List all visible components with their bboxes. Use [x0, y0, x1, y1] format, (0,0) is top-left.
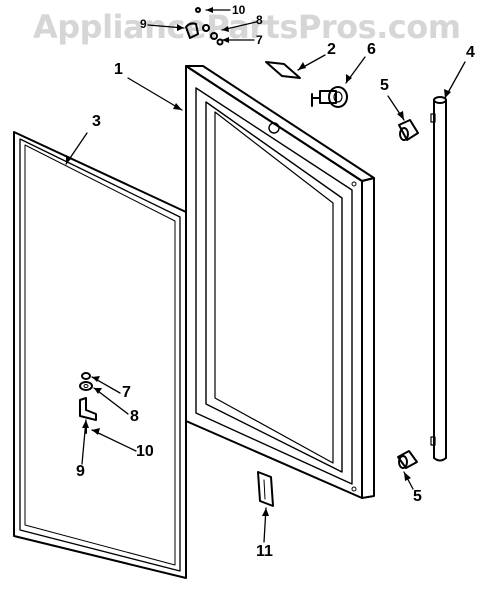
door-gasket: [13, 131, 187, 579]
hinge-hardware: [79, 372, 97, 434]
callout-10-mid: 10: [136, 443, 154, 460]
label-plate: [265, 61, 301, 79]
callout-10-top: 10: [232, 3, 246, 17]
handle-bar: [430, 96, 447, 462]
callout-5-top: 5: [380, 77, 389, 94]
callout-11: 11: [256, 543, 273, 560]
callout-7-top: 7: [256, 33, 263, 47]
callout-8-top: 8: [256, 13, 263, 27]
callout-9-top: 9: [140, 17, 147, 31]
callout-3: 3: [92, 113, 101, 130]
lock-cylinder: [311, 86, 348, 108]
handle-cap-bottom: [397, 450, 418, 469]
bottom-plate: [257, 471, 274, 507]
callout-2: 2: [327, 41, 336, 58]
door-panel: [185, 65, 375, 499]
leader-lines: [65, 9, 466, 543]
callout-1: 1: [114, 61, 123, 78]
callout-6: 6: [367, 41, 376, 58]
callout-5-bottom: 5: [413, 488, 422, 505]
arrowheads: [66, 7, 451, 516]
handle-cap-top: [398, 119, 419, 141]
callout-4: 4: [466, 44, 475, 61]
callout-7-mid: 7: [122, 384, 131, 401]
top-hinge-hardware: [185, 7, 224, 46]
callout-9-bottom: 9: [76, 463, 85, 480]
callout-8-mid: 8: [130, 408, 139, 425]
